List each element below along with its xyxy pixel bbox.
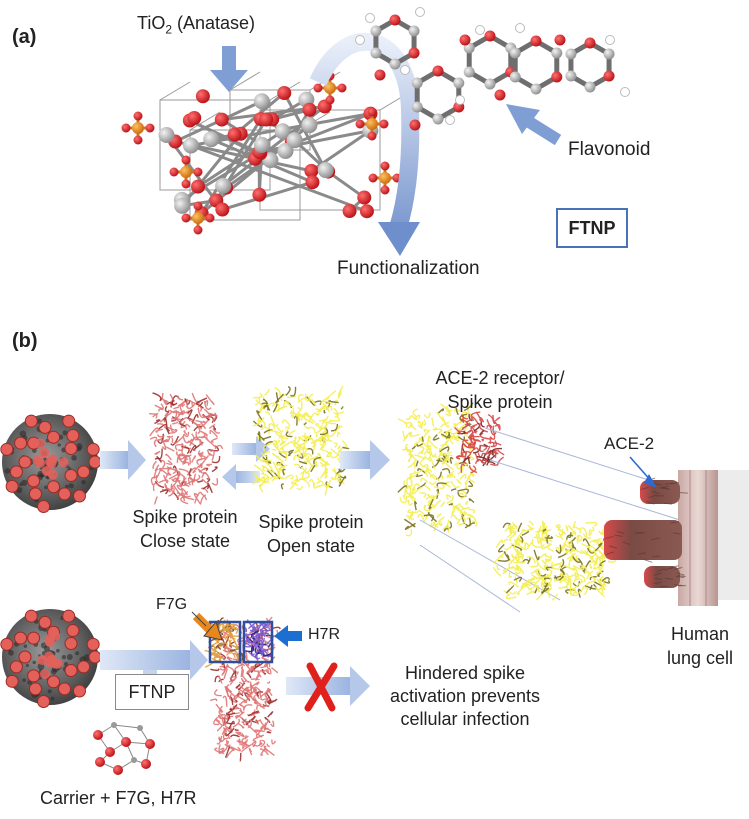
ace2-receptor-spike-label: ACE-2 receptor/Spike protein	[435, 368, 565, 412]
tio2-anatase-label: TiO2 (Anatase)	[137, 13, 256, 37]
blocked-x-icon	[304, 662, 338, 712]
spike-protein-open-state	[251, 385, 350, 496]
f7g-label: F7G	[156, 596, 188, 613]
functionalization-arrow	[309, 33, 420, 256]
panel-a-label: (a)	[12, 26, 37, 48]
carrier-nanoparticle	[93, 722, 155, 775]
coronavirus-particle	[0, 414, 102, 514]
f7g-binding-site-box	[208, 620, 242, 664]
coronavirus-particle	[0, 609, 102, 709]
ace2-pointer-arrow	[629, 456, 657, 488]
ace2-receptors	[604, 477, 688, 588]
ace2-label: ACE-2	[604, 434, 655, 453]
flavonoid-molecule	[355, 7, 630, 131]
f7g-pointer-arrow	[191, 611, 223, 641]
equilibrium-arrows	[222, 436, 270, 490]
h7r-label: H7R	[308, 626, 341, 643]
process-arrow	[100, 440, 146, 480]
ftnp-label-box: FTNP	[556, 208, 628, 248]
flavonoid-label: Flavonoid	[568, 139, 651, 160]
functionalization-label: Functionalization	[337, 258, 480, 279]
flavonoid-pointer-arrow	[506, 104, 562, 146]
spike-protein-close-state	[149, 392, 224, 506]
ace2-spike-complex	[397, 402, 505, 537]
h7r-binding-site-box	[242, 620, 274, 664]
carrier-label: Carrier + F7G, H7R	[40, 788, 197, 808]
human-lung-cell-membrane	[678, 470, 749, 606]
process-arrow	[340, 440, 390, 480]
spike-bound-to-cell	[492, 520, 618, 601]
h7r-pointer-arrow	[274, 625, 302, 647]
panel-b-label: (b)	[12, 330, 38, 352]
tio2-crystal-structure	[121, 71, 411, 235]
ftnp-box: FTNP	[115, 674, 189, 710]
tio2-pointer-arrow	[210, 46, 248, 92]
